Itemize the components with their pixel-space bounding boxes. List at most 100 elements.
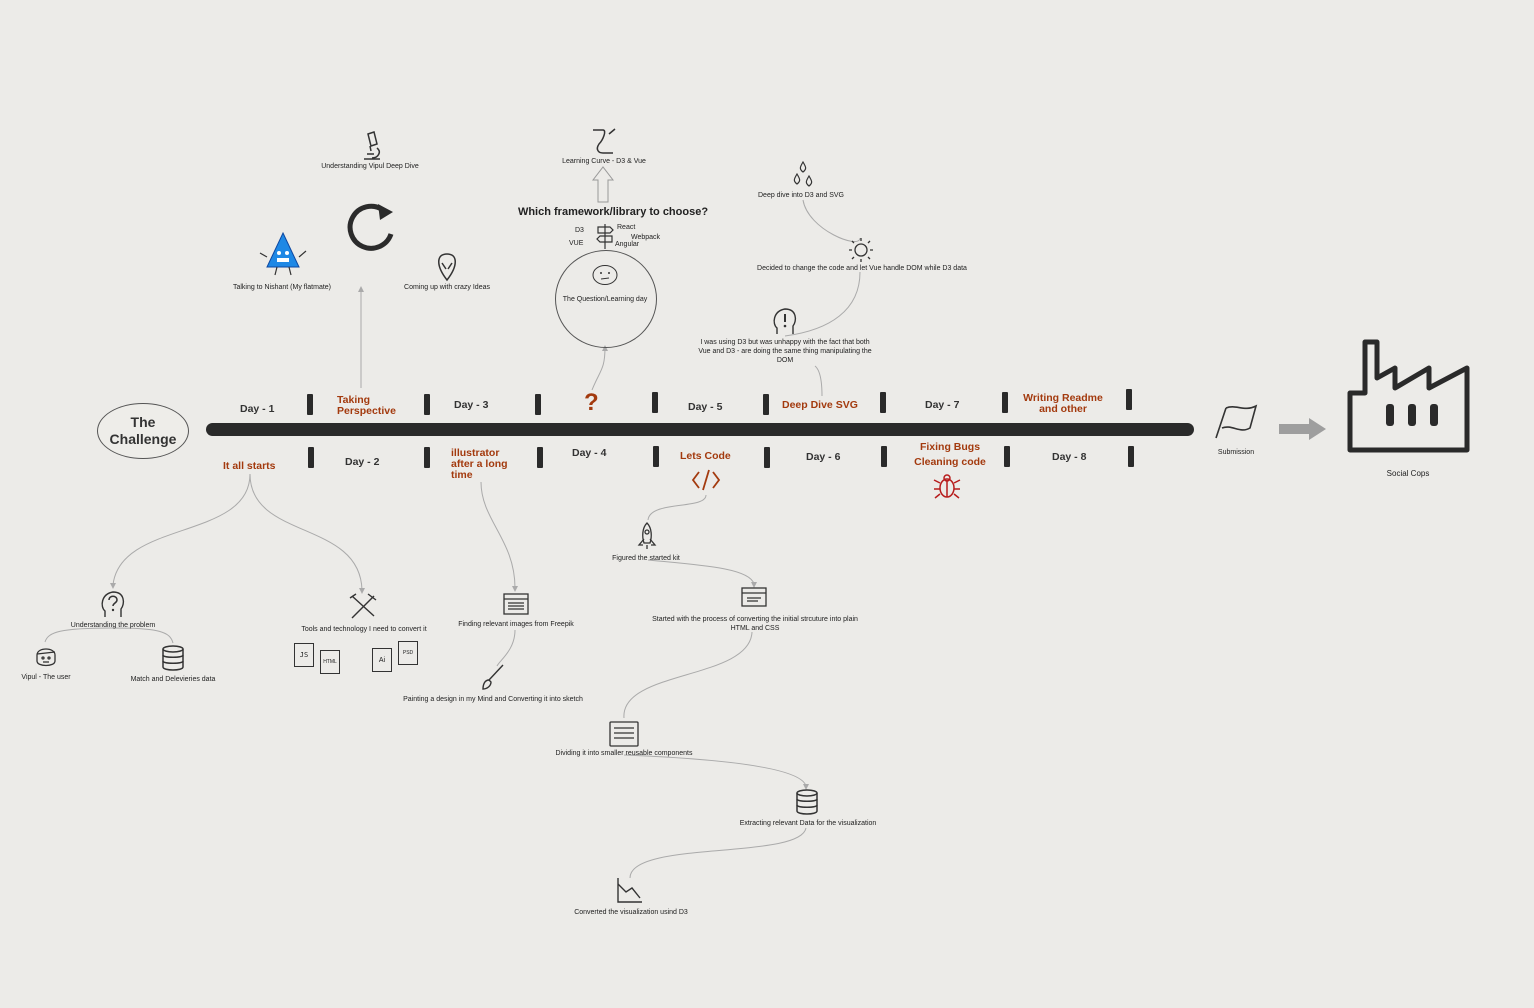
phase-lets-code[interactable]: Lets Code (680, 450, 731, 462)
connector (629, 827, 807, 879)
psd-file-icon: PSD (398, 641, 418, 665)
confused-face-icon (592, 265, 618, 285)
connector (496, 629, 516, 667)
connector (44, 627, 114, 643)
connector (591, 346, 606, 391)
user-face-icon (36, 648, 56, 667)
timeline-tick (1128, 446, 1134, 467)
node-understanding-vipul[interactable]: Understanding Vipul Deep Dive (321, 163, 419, 170)
drops-icon (793, 160, 813, 187)
connector (112, 473, 251, 586)
node-extracting[interactable]: Extracting relevant Data for the visuali… (739, 820, 877, 827)
chart-icon (617, 878, 642, 903)
timeline-tick (1004, 446, 1010, 467)
timeline-tick (881, 446, 887, 467)
timeline-tick (537, 447, 543, 468)
timeline-tick (424, 394, 430, 415)
node-which-framework[interactable]: Which framework/library to choose? (517, 206, 709, 218)
brush-icon (482, 664, 504, 690)
node-converted[interactable]: Converted the visualization usind D3 (574, 909, 688, 916)
question-mark-icon[interactable]: ? (584, 389, 599, 416)
timeline-tick (424, 447, 430, 468)
node-finding-images[interactable]: Finding relevant images from Freepik (458, 621, 574, 628)
signpost-icon (596, 224, 614, 249)
microscope-icon (364, 131, 380, 160)
node-figured-kit[interactable]: Figured the started kit (612, 555, 680, 562)
signpost-d3: D3 (575, 227, 584, 234)
js-file-icon: JS (294, 643, 314, 667)
node-crazy-ideas[interactable]: Coming up with crazy Ideas (404, 284, 490, 291)
connector (623, 631, 753, 719)
day-label: Day - 1 (240, 403, 275, 415)
node-learning-curve[interactable]: Learning Curve - D3 & Vue (562, 158, 646, 165)
node-dividing[interactable]: Dividing it into smaller reusable compon… (555, 750, 693, 757)
timeline-tick (653, 446, 659, 467)
phase-deep-dive-svg[interactable]: Deep Dive SVG (782, 399, 858, 411)
browser-icon (503, 593, 529, 615)
question-day-circle[interactable] (555, 250, 657, 348)
node-painting-design[interactable]: Painting a design in my Mind and Convert… (403, 696, 583, 703)
node-match-data[interactable]: Match and Delevieries data (130, 676, 216, 683)
database-icon (162, 645, 184, 671)
day-label: Day - 5 (688, 401, 723, 413)
day-label: Day - 7 (925, 399, 960, 411)
connector (623, 754, 807, 787)
node-change-code[interactable]: Decided to change the code and let Vue h… (757, 265, 967, 272)
signpost-angular: Angular (615, 241, 640, 248)
timeline-tick (535, 394, 541, 415)
sun-icon (849, 238, 873, 262)
phase-fixing-bugs[interactable]: Fixing Bugs Cleaning code (914, 441, 986, 468)
ai-file-icon: Ai (372, 648, 392, 672)
signpost-react: React (617, 224, 636, 231)
day-label: Day - 4 (572, 447, 607, 459)
head-exclamation-icon (773, 308, 797, 334)
timeline-tick (1002, 392, 1008, 413)
phase-writing[interactable]: Writing Readme and other (1023, 392, 1103, 415)
timeline-tick (764, 447, 770, 468)
timeline-tick (307, 394, 313, 415)
curve-icon (593, 128, 616, 154)
node-started-converting[interactable]: Started with the process of converting t… (652, 616, 858, 632)
node-unhappy-d3[interactable]: I was using D3 but was unhappy with the … (698, 339, 872, 364)
connector (480, 481, 516, 589)
timeline-tick (880, 392, 886, 413)
connector (802, 199, 861, 243)
layers-icon (609, 721, 639, 747)
connector (647, 559, 755, 585)
node-deep-dive-d3[interactable]: Deep dive into D3 and SVG (758, 192, 844, 199)
day-label: Day - 6 (806, 451, 841, 463)
factory-icon (1347, 339, 1470, 453)
tools-icon (349, 593, 377, 619)
up-arrow-icon (591, 166, 615, 203)
mascot-icon (259, 231, 307, 276)
node-tools[interactable]: Tools and technology I need to convert i… (301, 626, 427, 633)
timeline-tick (652, 392, 658, 413)
day-label: Day - 2 (345, 456, 380, 468)
phase-it-all-starts[interactable]: It all starts (223, 460, 276, 472)
code-icon (691, 469, 721, 491)
phase-taking-perspective[interactable]: Taking Perspective (337, 394, 396, 417)
connector (814, 365, 823, 397)
bug-icon (933, 474, 961, 499)
rocket-icon (637, 522, 657, 549)
flag-icon (1215, 404, 1258, 439)
connector (647, 494, 707, 521)
connector (249, 473, 363, 591)
help-head-icon (101, 591, 125, 617)
node-talking-nishant[interactable]: Talking to Nishant (My flatmate) (232, 284, 332, 291)
node-submission[interactable]: Submission (1217, 449, 1255, 456)
connector (112, 627, 174, 644)
arrow-icon (1279, 418, 1326, 440)
node-understanding-problem[interactable]: Understanding the problem (70, 622, 156, 629)
day-label: Day - 8 (1052, 451, 1087, 463)
node-social-cops[interactable]: Social Cops (1386, 469, 1430, 478)
html-file-icon: HTML (320, 650, 340, 674)
node-question-day: The Question/Learning day (562, 296, 648, 303)
node-vipul-user[interactable]: Vipul - The user (21, 674, 71, 681)
challenge-node[interactable]: The Challenge (97, 403, 189, 459)
phase-illustrator[interactable]: illustrator after a long time (451, 447, 508, 481)
database-icon (796, 789, 818, 815)
timeline-tick (1126, 389, 1132, 410)
refresh-icon (347, 203, 394, 251)
